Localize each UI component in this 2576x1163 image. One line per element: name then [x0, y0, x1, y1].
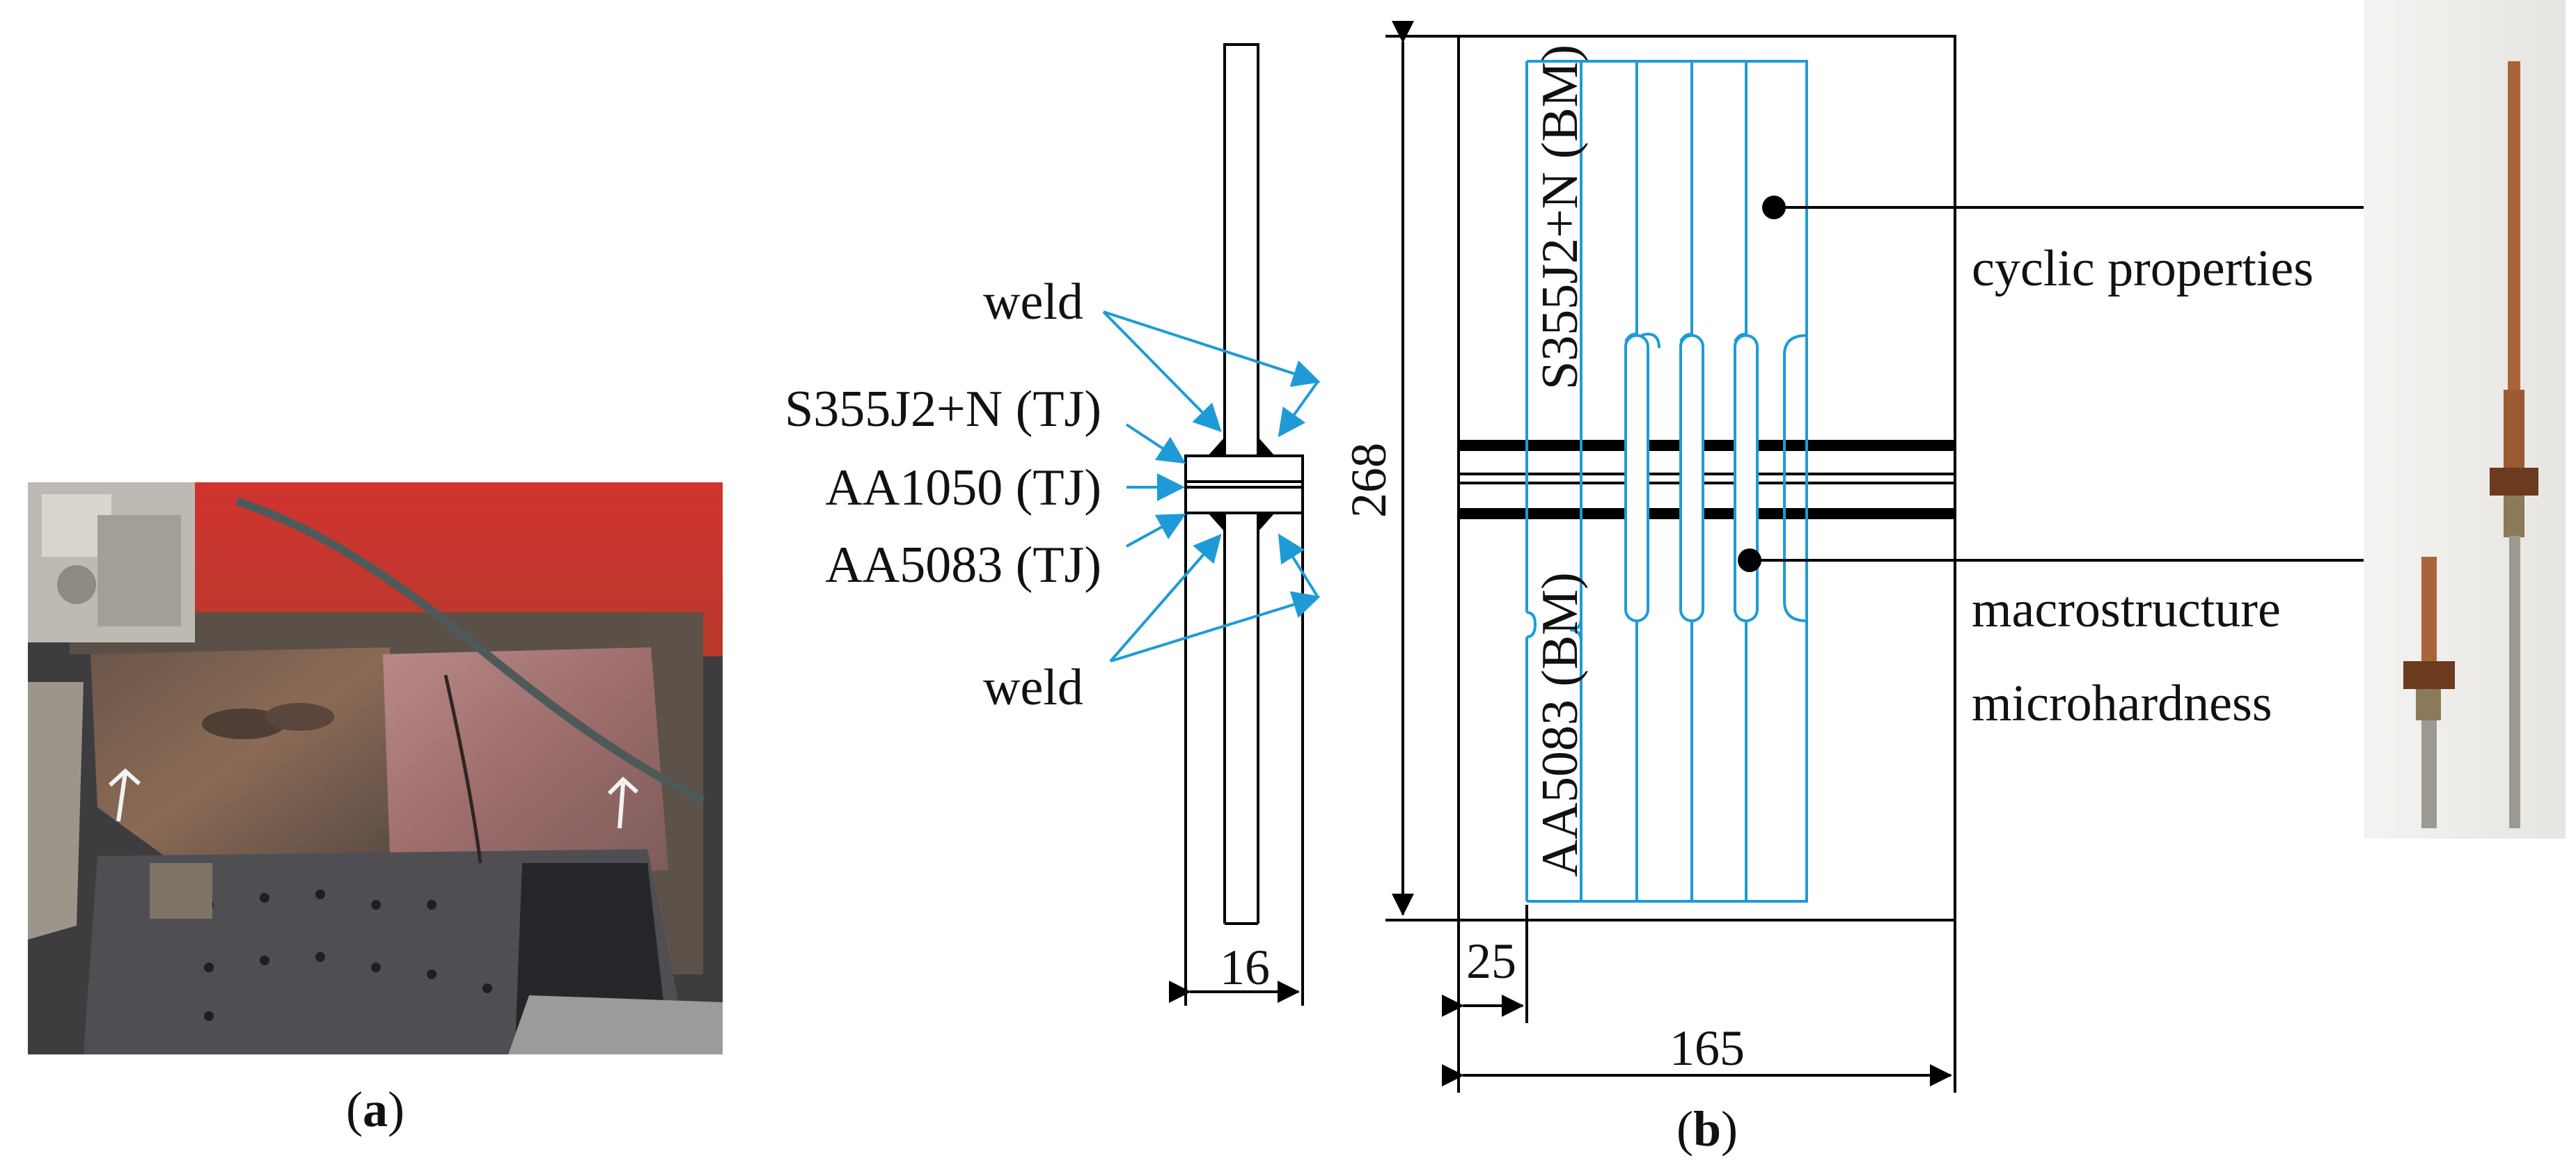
label-s355-bm: S355J2+N (BM) — [1532, 45, 1589, 390]
dim-offset-label: 25 — [1466, 933, 1516, 989]
dim-offset-lines — [1442, 905, 1528, 1023]
caption-a: (a) — [346, 1082, 405, 1137]
leader-arrows-blue — [1102, 310, 1321, 663]
gauge-slots — [1624, 334, 1759, 622]
plate-plan-outline — [1457, 35, 1956, 921]
callout-dot-cyclic — [1762, 196, 1786, 219]
caption-b: (b) — [1676, 1101, 1738, 1157]
label-macrostructure: macrostructure — [1972, 581, 2281, 638]
label-cyclic-properties: cyclic properties — [1972, 240, 2314, 297]
label-s355-tj: S355J2+N (TJ) — [785, 381, 1101, 438]
joint-stripes — [1459, 440, 1955, 519]
photo-machine-plate — [28, 482, 723, 1054]
label-microhardness: microhardness — [1972, 675, 2272, 732]
dim-height-lines — [1385, 21, 1459, 921]
dim-width-label: 165 — [1670, 1020, 1745, 1076]
label-aa5083-bm: AA5083 (BM) — [1532, 572, 1589, 877]
label-aa5083-tj: AA5083 (TJ) — [825, 537, 1101, 594]
photo-specimens — [2364, 0, 2566, 839]
label-weld-top: weld — [983, 274, 1083, 331]
label-aa1050-tj: AA1050 (TJ) — [825, 459, 1101, 516]
dim-width-lines — [1442, 920, 1956, 1093]
dim-thickness-lines — [1169, 924, 1304, 1006]
weld-fillets — [1208, 437, 1275, 532]
label-weld-bottom: weld — [983, 659, 1083, 716]
dim-thickness-label: 16 — [1220, 940, 1270, 995]
specimen-boundaries — [1525, 60, 1808, 903]
dim-height-label: 268 — [1341, 443, 1397, 518]
callout-dot-macro — [1738, 548, 1761, 572]
side-view-drawing — [1184, 43, 1304, 925]
